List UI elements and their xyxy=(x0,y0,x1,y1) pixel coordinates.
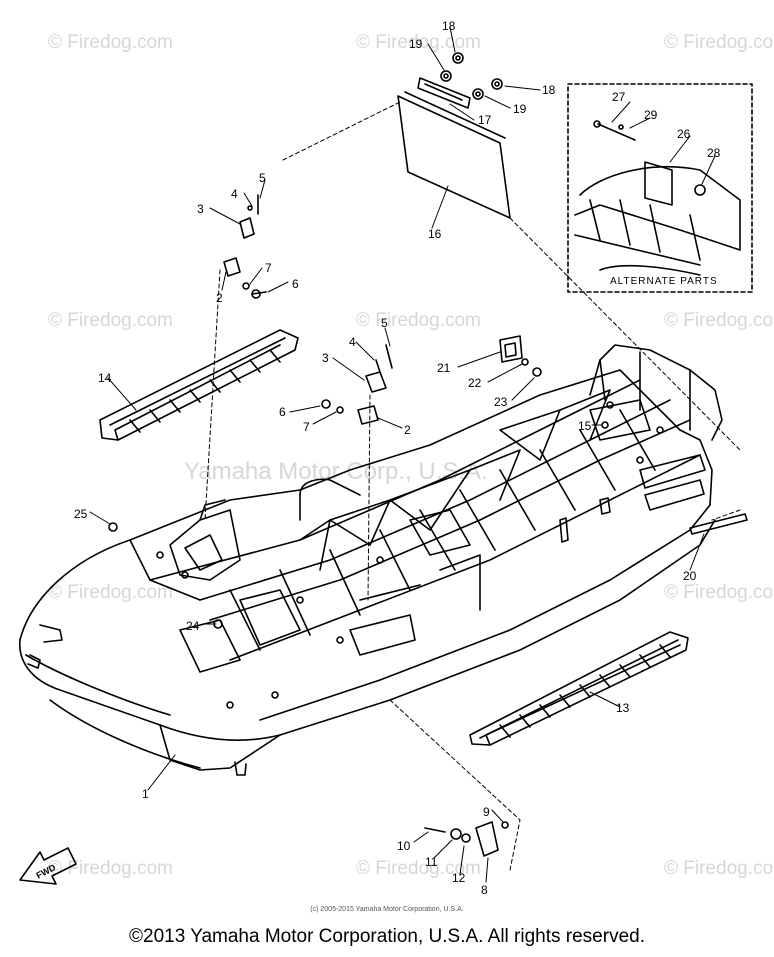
part-label-3: 3 xyxy=(197,202,204,216)
leader-lines xyxy=(89,26,716,883)
plate-assembly xyxy=(397,52,511,219)
part-label-11: 11 xyxy=(425,855,438,869)
part-label-12: 12 xyxy=(452,871,466,885)
part-label-4: 4 xyxy=(231,187,238,201)
watermark-low-right: © Firedog.com xyxy=(664,582,774,603)
bracket-hardware-lower xyxy=(424,821,509,857)
watermark-mid-left: © Firedog.com xyxy=(48,310,173,331)
watermark-top-center: © Firedog.com xyxy=(356,32,481,53)
part-labels: 1 2 2 3 3 4 4 5 5 6 6 7 7 8 9 10 11 12 1… xyxy=(34,19,720,897)
part-label-24: 24 xyxy=(186,619,200,633)
part-label-5: 5 xyxy=(381,316,388,330)
part-label-2: 2 xyxy=(216,291,223,305)
watermark-low-left: © Firedog.com xyxy=(48,582,173,603)
part-label-19: 19 xyxy=(513,102,527,116)
part-label-7: 7 xyxy=(265,261,272,275)
part-label-25: 25 xyxy=(74,507,88,521)
watermark-mid-right: © Firedog.com xyxy=(664,310,774,331)
watermark-bottom-right: © Firedog.com xyxy=(664,858,774,879)
watermark-top-right: © Firedog.com xyxy=(664,32,774,53)
footer-small-copyright: (c) 2005-2015 Yamaha Motor Corporation, … xyxy=(310,906,464,913)
part-label-26: 26 xyxy=(677,127,691,141)
part-label-29: 29 xyxy=(644,108,658,122)
part-label-10: 10 xyxy=(397,839,411,853)
part-label-9: 9 xyxy=(483,805,490,819)
part-label-27: 27 xyxy=(612,90,626,104)
part-label-14: 14 xyxy=(98,371,112,385)
part-label-22: 22 xyxy=(468,376,482,390)
part-label-20: 20 xyxy=(683,569,697,583)
part-label-7: 7 xyxy=(303,420,310,434)
part-label-28: 28 xyxy=(707,146,721,160)
misc-hardware xyxy=(108,335,748,629)
part-label-19: 19 xyxy=(409,37,423,51)
alternate-parts-box xyxy=(567,83,753,293)
part-label-18: 18 xyxy=(542,83,556,97)
hinge-hardware-upper xyxy=(223,194,267,299)
part-label-17: 17 xyxy=(478,113,492,127)
part-label-4: 4 xyxy=(349,335,356,349)
watermark-mid-center: © Firedog.com xyxy=(356,310,481,331)
chassis-frame xyxy=(19,344,723,776)
part-label-18: 18 xyxy=(442,19,456,33)
alternate-parts-label: ALTERNATE PARTS xyxy=(610,276,718,287)
assembly-lines xyxy=(204,101,741,871)
part-label-3: 3 xyxy=(322,351,329,365)
part-label-15: 15 xyxy=(578,419,592,433)
part-label-16: 16 xyxy=(428,227,442,241)
part-label-23: 23 xyxy=(494,395,508,409)
part-label-2: 2 xyxy=(404,423,411,437)
fwd-label: FWD xyxy=(34,862,57,881)
part-label-6: 6 xyxy=(292,277,299,291)
part-label-13: 13 xyxy=(616,701,630,715)
footer-copyright: ©2013 Yamaha Motor Corporation, U.S.A. A… xyxy=(129,926,645,947)
part-label-21: 21 xyxy=(437,361,451,375)
running-board-left xyxy=(99,329,299,441)
part-label-5: 5 xyxy=(259,171,266,185)
part-label-6: 6 xyxy=(279,405,286,419)
running-board-right xyxy=(469,631,689,746)
part-label-8: 8 xyxy=(481,883,488,897)
part-label-1: 1 xyxy=(142,787,149,801)
hinge-hardware-middle xyxy=(321,344,393,425)
watermark-top-left: © Firedog.com xyxy=(48,32,173,53)
fwd-arrow-icon xyxy=(19,847,77,885)
watermark-bottom-left: © Firedog.com xyxy=(48,858,173,879)
watermark-bottom-center: © Firedog.com xyxy=(356,858,481,879)
